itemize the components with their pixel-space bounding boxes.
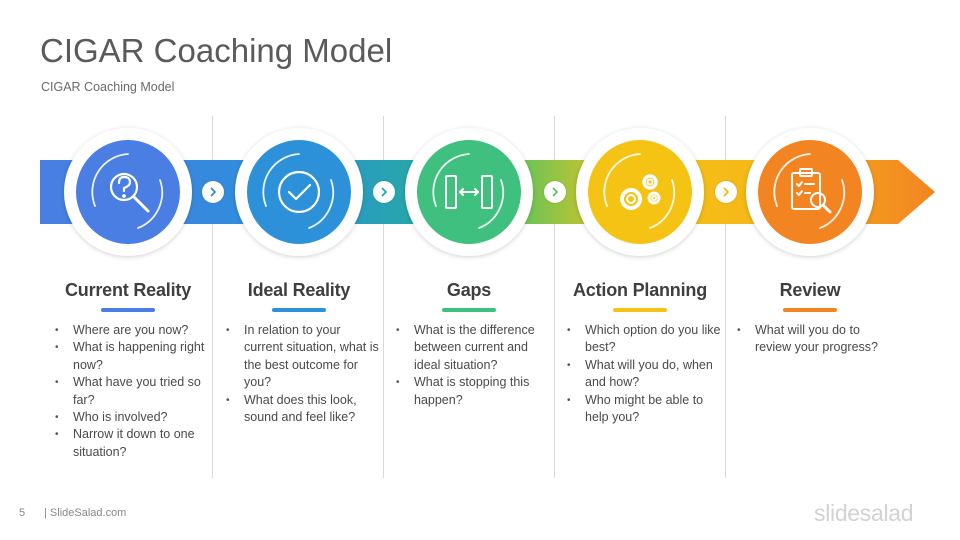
step-3-circle [405,128,533,256]
list-item: Who might be able to help you? [567,392,723,427]
step-accent-bar [101,308,155,312]
list-item: What is happening right now? [55,339,211,374]
list-item: What will you do to review your progress… [737,322,893,357]
step-title: Gaps [446,280,492,300]
brand-logo: slidesalad [814,500,914,526]
step-accent-bar [272,308,326,312]
step-accent-bar [442,308,496,312]
list-item: What is stopping this happen? [396,374,552,409]
step-column-review: Review What will you do to review your p… [725,280,895,357]
list-item: In relation to your current situation, w… [226,322,382,392]
step-5-circle [746,128,874,256]
slide-title: CIGAR Coaching Model [40,32,393,69]
chevron-right-icon [544,181,566,203]
chevron-right-icon [715,181,737,203]
step-4-circle [576,128,704,256]
step-bullet-list: In relation to your current situation, w… [214,322,384,426]
chevron-right-icon [202,181,224,203]
step-column-gaps: Gaps What is the difference between curr… [384,280,554,409]
list-item: Narrow it down to one situation? [55,426,211,461]
step-2-circle [235,128,363,256]
step-column-ideal-reality: Ideal Reality In relation to your curren… [214,280,384,426]
step-column-current-reality: Current Reality Where are you now? What … [43,280,213,461]
list-item: Who is involved? [55,409,211,427]
question-magnifier-icon [109,172,150,213]
chevron-right-icon [373,181,395,203]
column-divider [383,116,384,478]
list-item: Where are you now? [55,322,211,340]
step-1-circle [64,128,192,256]
clipboard-review-icon [791,168,832,214]
process-flow-graphic [40,128,935,256]
slide-subtitle: CIGAR Coaching Model [41,80,175,94]
checkmark-icon [277,170,321,214]
step-bullet-list: What will you do to review your progress… [725,322,895,357]
step-bullet-list: Which option do you like best? What will… [555,322,725,426]
step-title: Ideal Reality [247,280,351,300]
step-accent-bar [613,308,667,312]
step-title: Action Planning [573,280,707,300]
column-divider [725,116,726,478]
gap-arrows-icon [445,175,493,209]
list-item: Which option do you like best? [567,322,723,357]
column-divider [212,116,213,478]
step-bullet-list: Where are you now? What is happening rig… [43,322,213,461]
footer-site-link: | SlideSalad.com [44,507,127,519]
list-item: What have you tried so far? [55,374,211,409]
step-title: Current Reality [64,280,192,300]
list-item: What is the difference between current a… [396,322,552,374]
column-divider [554,116,555,478]
list-item: What will you do, when and how? [567,357,723,392]
step-title: Review [779,280,841,300]
page-number: 5 [19,507,26,519]
step-column-action-planning: Action Planning Which option do you like… [555,280,725,426]
gears-icon [620,174,661,210]
list-item: What does this look, sound and feel like… [226,392,382,427]
step-accent-bar [783,308,837,312]
step-bullet-list: What is the difference between current a… [384,322,554,409]
